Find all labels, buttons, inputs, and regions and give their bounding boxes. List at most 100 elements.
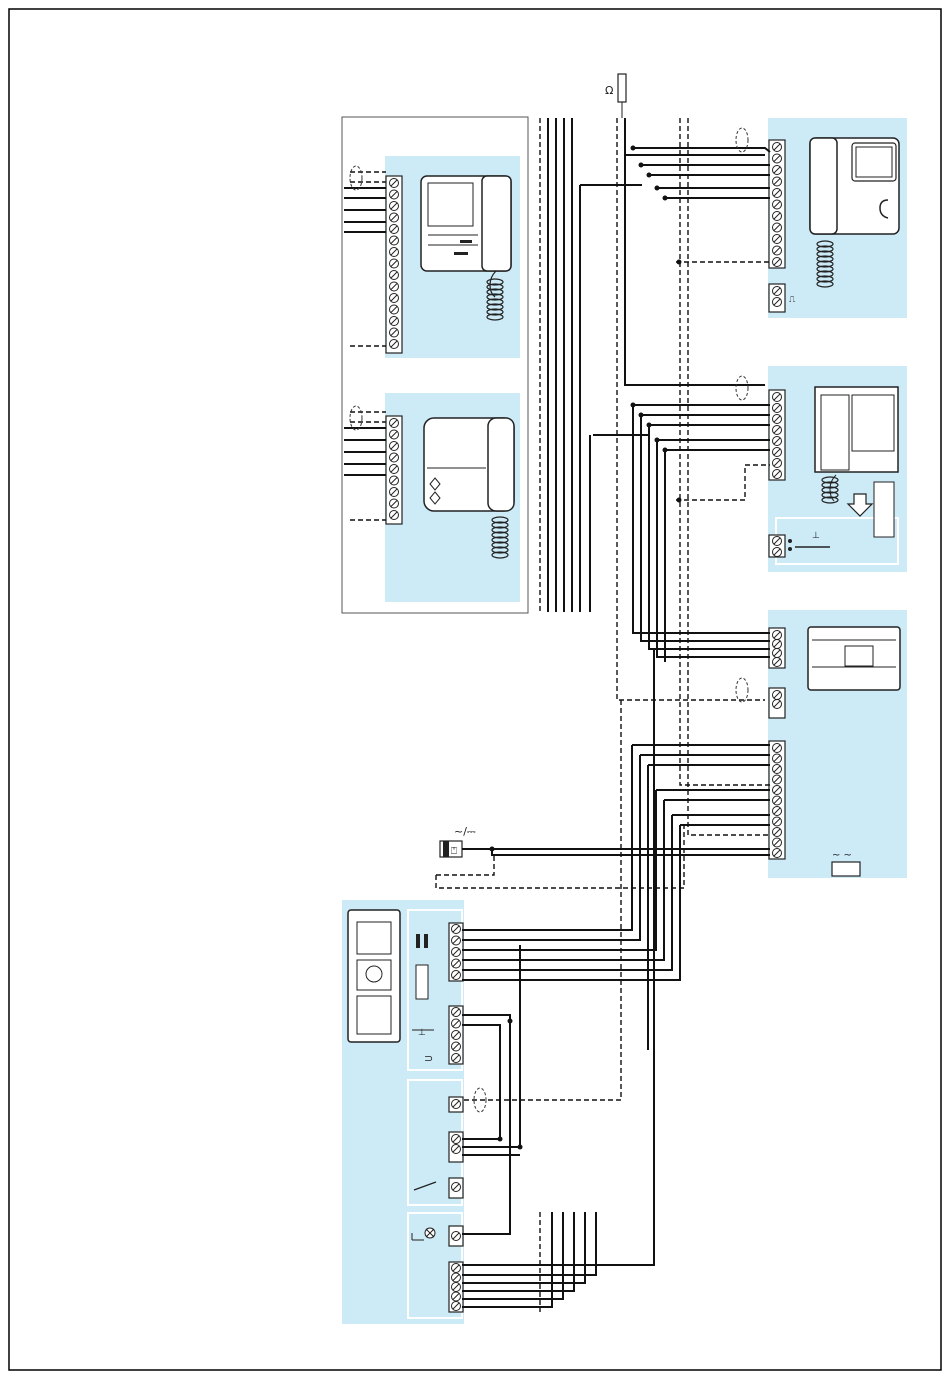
terminal-screw <box>390 430 399 439</box>
terminal-screw <box>773 548 782 557</box>
terminal-screw <box>452 936 461 945</box>
wire <box>462 745 632 930</box>
terminal-screw <box>390 488 399 497</box>
power-supply-icon <box>808 627 900 690</box>
terminal-screw <box>390 282 399 291</box>
wire <box>657 440 770 657</box>
junction-dot <box>508 1019 513 1024</box>
wire <box>462 755 640 940</box>
terminal-screw <box>773 649 782 658</box>
terminal-screw <box>773 796 782 805</box>
terminal-screw <box>773 404 782 413</box>
junction-dot <box>677 498 682 503</box>
wire <box>625 155 765 385</box>
terminal-screw <box>773 754 782 763</box>
terminal-screw <box>773 166 782 175</box>
lock-icon: ⍞ <box>451 846 457 857</box>
wire <box>649 425 770 649</box>
terminal-screw <box>390 213 399 222</box>
wire <box>462 1025 500 1139</box>
terminal-screw <box>773 223 782 232</box>
wire <box>462 1212 574 1291</box>
video-monitor-1-panel: ⎍ <box>768 118 907 318</box>
transformer-mark: ~ ~ <box>832 850 852 861</box>
dashed-wire <box>680 118 770 785</box>
resistor-mark: Ω <box>605 84 613 97</box>
dashed-wire <box>350 172 386 182</box>
terminal-screw <box>773 828 782 837</box>
audio-handset-2-panel <box>385 393 520 602</box>
junction-dot <box>518 1145 523 1150</box>
terminal-screw <box>390 465 399 474</box>
terminal-screw <box>390 453 399 462</box>
junction-dot <box>677 260 682 265</box>
terminal-screw <box>390 317 399 326</box>
door-panel-icon <box>348 910 400 1042</box>
terminal-screw <box>773 426 782 435</box>
svg-text:⊥: ⊥ <box>812 531 820 541</box>
terminal-screw <box>773 448 782 457</box>
junction-dot <box>655 186 660 191</box>
terminal-screw <box>452 1042 461 1051</box>
dashed-wire <box>350 412 386 422</box>
terminal-screw <box>390 419 399 428</box>
terminal-screw <box>773 631 782 640</box>
terminal-screw <box>390 236 399 245</box>
wire <box>462 945 520 1147</box>
wire <box>344 188 386 232</box>
terminal-screw <box>773 246 782 255</box>
terminal-screw <box>773 817 782 826</box>
terminal-screw <box>390 179 399 188</box>
wire <box>462 790 656 950</box>
terminal-screw <box>452 1008 461 1017</box>
terminal-screw <box>773 235 782 244</box>
wire <box>641 415 770 641</box>
terminal-screw <box>452 1264 461 1273</box>
terminal-screw <box>452 1145 461 1154</box>
terminal-screw <box>452 1283 461 1292</box>
junction-dot <box>498 1137 503 1142</box>
junction-dot <box>631 403 636 408</box>
terminal-screw <box>390 202 399 211</box>
terminal-screw <box>773 437 782 446</box>
terminal-screw <box>773 786 782 795</box>
terminal-screw <box>773 658 782 667</box>
terminal-screw <box>773 258 782 267</box>
svg-text:⎍: ⎍ <box>789 295 796 305</box>
terminal-screw <box>452 1232 461 1241</box>
terminal-screw <box>773 154 782 163</box>
power-mark: ~/⎓ <box>454 825 476 838</box>
terminal-screw <box>452 1183 461 1192</box>
shield-connector <box>736 678 748 702</box>
terminal-screw <box>773 691 782 700</box>
junction-dot <box>639 413 644 418</box>
terminal-screw <box>390 259 399 268</box>
wire <box>344 428 386 475</box>
junction-dot <box>631 146 636 151</box>
terminal-screw <box>773 212 782 221</box>
wire <box>625 118 765 155</box>
terminal-screw <box>390 271 399 280</box>
terminal-screw <box>452 1302 461 1311</box>
terminal-screw <box>773 838 782 847</box>
wire <box>462 648 654 1265</box>
junction-dot <box>490 847 495 852</box>
dashed-wire <box>462 700 621 1100</box>
door-lock: ⍞ ~/⎓ <box>440 825 476 857</box>
terminal-screw <box>390 328 399 337</box>
terminal-screw <box>773 415 782 424</box>
terminal-screw <box>390 190 399 199</box>
terminal-screw <box>390 442 399 451</box>
shield-connector <box>350 166 362 190</box>
power-supply-panel: ~ ~ <box>768 610 907 878</box>
terminal-screw <box>773 807 782 816</box>
junction-dot <box>655 438 660 443</box>
terminal-screw <box>390 305 399 314</box>
dashed-wire <box>688 118 770 835</box>
terminal-screw <box>773 189 782 198</box>
terminal-screw <box>773 775 782 784</box>
terminal-screw <box>452 1135 461 1144</box>
terminal-screw <box>773 849 782 858</box>
terminal-screw <box>773 640 782 649</box>
